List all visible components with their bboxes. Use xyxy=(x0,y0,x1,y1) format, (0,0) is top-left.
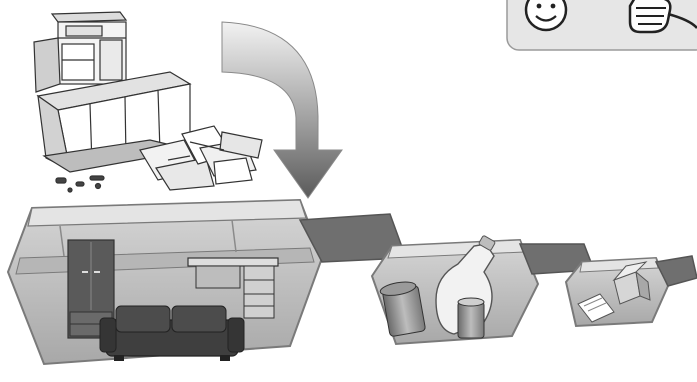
tin-can xyxy=(379,281,426,337)
sofa xyxy=(99,305,245,361)
skip-bin-small xyxy=(564,255,697,328)
loose-boards xyxy=(139,125,263,191)
recycling-bin-icon xyxy=(6,198,408,366)
cabinet xyxy=(33,11,128,93)
skip-bin-medium xyxy=(370,235,596,346)
drink-can xyxy=(457,297,485,339)
curved-arrow-icon xyxy=(221,21,343,199)
smiley-icon xyxy=(524,0,568,32)
cardboard-box xyxy=(612,261,651,305)
paper-stack xyxy=(577,293,615,323)
desk xyxy=(187,257,279,319)
disassembled-furniture xyxy=(33,11,263,193)
feedback-panel xyxy=(506,0,697,51)
hardware-parts xyxy=(55,175,105,193)
thumbs-up-icon xyxy=(628,0,697,34)
